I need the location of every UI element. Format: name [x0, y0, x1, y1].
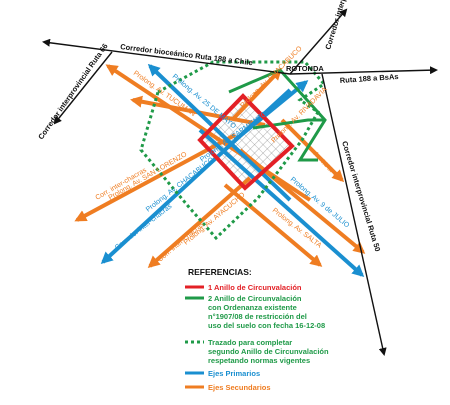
road-ruta66 [53, 51, 113, 125]
label-chacabuco-b1: Corredor inter-chacras [114, 203, 174, 252]
orange-axis-ruta66-fork [253, 82, 268, 97]
orange-axis-tucuman-se [238, 148, 366, 254]
label-rotonda: ROTONDA [286, 64, 324, 73]
label-ruta188-bsas: Ruta 188 a BsAs [340, 72, 399, 85]
orange-axis-ayacucho [147, 176, 252, 268]
label-chacabuco-upper: Prolong. Av. CHACABUCO [239, 45, 304, 110]
legend-title: REFERENCIAS: [188, 267, 252, 277]
red-ring [197, 93, 295, 191]
road-ruta188-west [42, 38, 291, 75]
blue-axis-9-julio [198, 128, 365, 278]
legend-item-green: 2 Anillo de Circunvalación con Ordenanza… [208, 294, 325, 330]
legend-item-red: 1 Anillo de Circunvalación [208, 283, 302, 292]
label-maipu: Av. MAIPU [312, 151, 340, 180]
orange-axis-salta [223, 183, 323, 267]
legend-item-dotted: Trazado para completar segundo Anillo de… [208, 338, 331, 365]
blue-axis-25-mayo [147, 63, 292, 202]
label-9-julio: Prolong. Av. 9 de JULIO [289, 176, 351, 230]
legend-item-orange: Ejes Secundarios [208, 383, 271, 392]
label-ruta50-top: Corredor interprovincial Ruta 50 [323, 0, 365, 51]
legend-item-blue: Ejes Primarios [208, 369, 260, 378]
label-ruta66: Corredor interprovincial Ruta 66 [36, 42, 109, 141]
orange-axis-maipu [280, 118, 345, 183]
road-ruta50-north [289, 8, 348, 75]
road-ruta50-south [321, 73, 387, 356]
blue-axis-sarmiento-ne [233, 80, 309, 142]
legend: REFERENCIAS: 1 Anillo de Circunvalación … [185, 267, 331, 392]
road-ruta188-east [289, 66, 438, 75]
